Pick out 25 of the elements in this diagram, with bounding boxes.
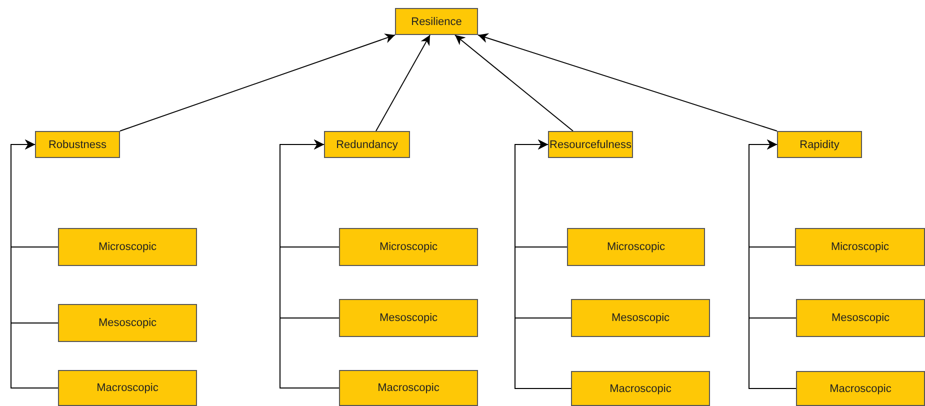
concept-box: Rapidity [777, 131, 862, 158]
concept-box: Redundancy [324, 131, 410, 158]
concept-box: Mesoscopic [796, 299, 925, 337]
root-box: Resilience [395, 8, 478, 35]
concept-box: Macroscopic [339, 370, 478, 406]
concept-box: Microscopic [795, 228, 925, 266]
arrow [376, 34, 430, 132]
concept-box: Resourcefulness [548, 131, 633, 158]
concept-box: Macroscopic [58, 370, 197, 406]
concept-box: Mesoscopic [58, 304, 197, 342]
concept-box: Macroscopic [571, 371, 710, 406]
arrow [514, 140, 572, 389]
arrow [10, 140, 58, 388]
concept-box: Microscopic [58, 228, 197, 266]
concept-box: Microscopic [567, 228, 705, 266]
concept-box: Macroscopic [796, 371, 925, 406]
concept-box: Mesoscopic [571, 299, 710, 337]
concept-box: Microscopic [339, 228, 478, 266]
arrow [748, 140, 796, 389]
arrow [120, 34, 396, 132]
concept-box: Robustness [35, 131, 120, 158]
concept-box: Mesoscopic [339, 299, 478, 337]
arrow [454, 34, 574, 132]
arrow [280, 140, 340, 388]
arrow [478, 33, 778, 132]
